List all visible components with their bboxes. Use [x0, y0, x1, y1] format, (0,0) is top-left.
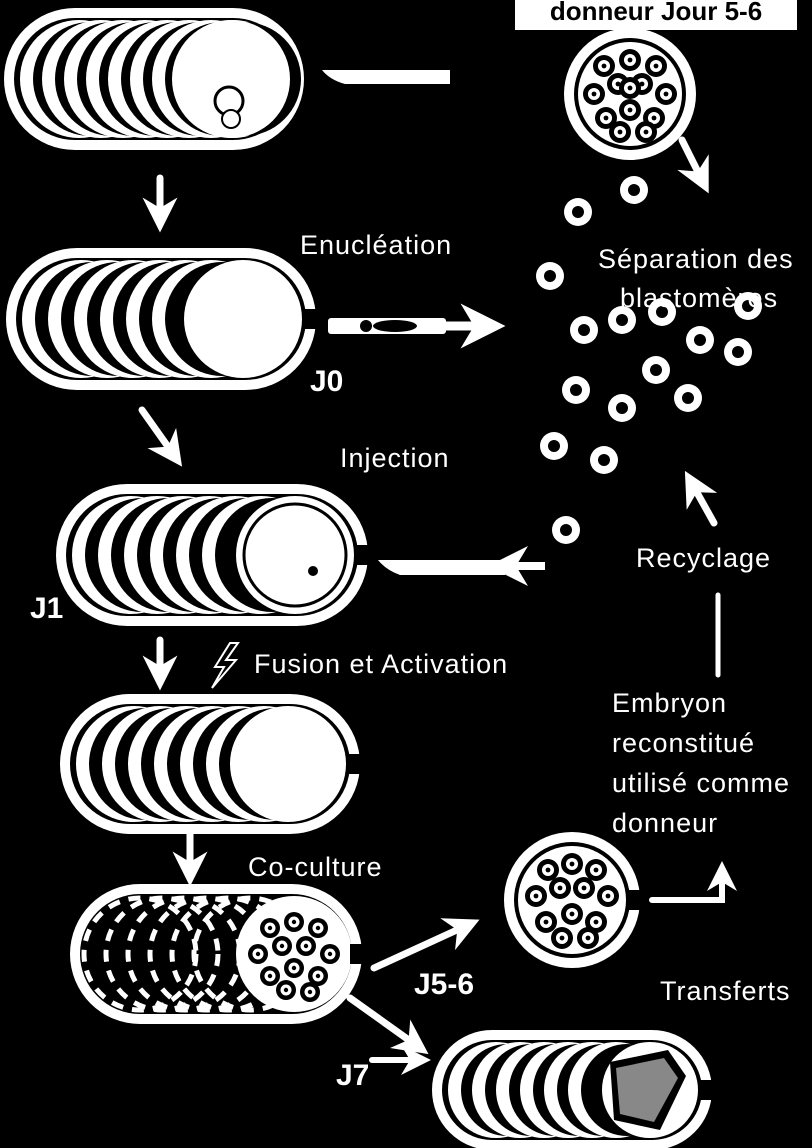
label-j7: J7 [336, 1059, 369, 1092]
label-j5-6: J5-6 [414, 968, 474, 1001]
reconstituted-embryo [504, 832, 642, 968]
straw-coculture [70, 884, 362, 1024]
label-recyclage: Recyclage [636, 543, 771, 573]
label-coculture: Co-culture [248, 852, 383, 882]
straw-oocyte [4, 8, 304, 150]
donor-title-text: donneur Jour 5-6 [550, 0, 762, 26]
arrow-recycle [690, 480, 714, 523]
label-fusion: Fusion et Activation [254, 649, 508, 679]
arrow-j56 [374, 924, 470, 968]
straw-fused [60, 694, 360, 834]
label-enucleation: Enucléation [300, 230, 452, 260]
label-embryon-3: utilisé comme [612, 768, 790, 798]
pipette-injection [378, 560, 545, 575]
arrow-reuse [652, 870, 722, 900]
label-separation-2: blastomères [620, 283, 778, 313]
straw-injected [56, 484, 368, 626]
label-separation-1: Séparation des [598, 244, 794, 274]
label-embryon-4: donneur [612, 808, 718, 838]
label-embryon-1: Embryon [612, 688, 727, 718]
label-transferts: Transferts [660, 976, 791, 1006]
arrow-down-2 [142, 410, 176, 458]
arrow-donor-down [682, 140, 704, 184]
lightning-icon [212, 643, 238, 688]
label-embryon-2: reconstitué [612, 728, 755, 758]
donor-embryo [564, 28, 696, 160]
label-j1: J1 [30, 592, 63, 625]
blastomeres [536, 176, 762, 544]
donor-title-box: donneur Jour 5-6 [515, 0, 797, 30]
pipette-holding [322, 70, 450, 84]
straw-enucleated [6, 248, 316, 390]
label-injection: Injection [340, 443, 450, 473]
straw-transfer [432, 1030, 712, 1148]
arrow-j7 [350, 998, 420, 1048]
pipette-enucleation [328, 318, 492, 334]
label-j0: J0 [310, 365, 343, 398]
